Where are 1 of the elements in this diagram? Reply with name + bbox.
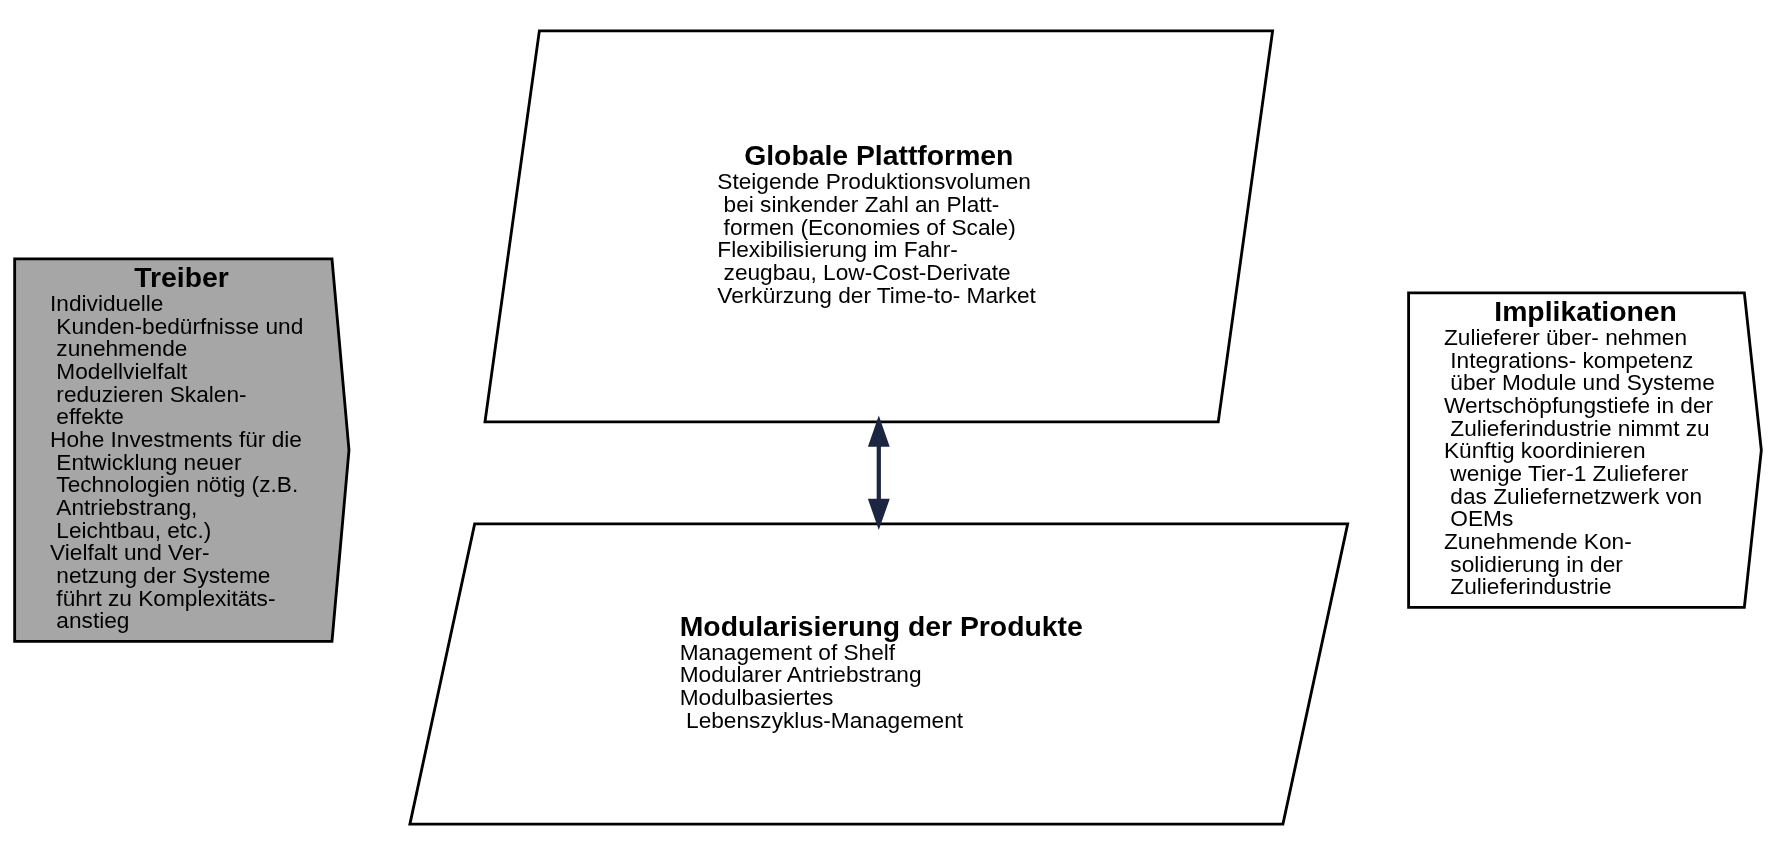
arrow <box>867 415 890 530</box>
